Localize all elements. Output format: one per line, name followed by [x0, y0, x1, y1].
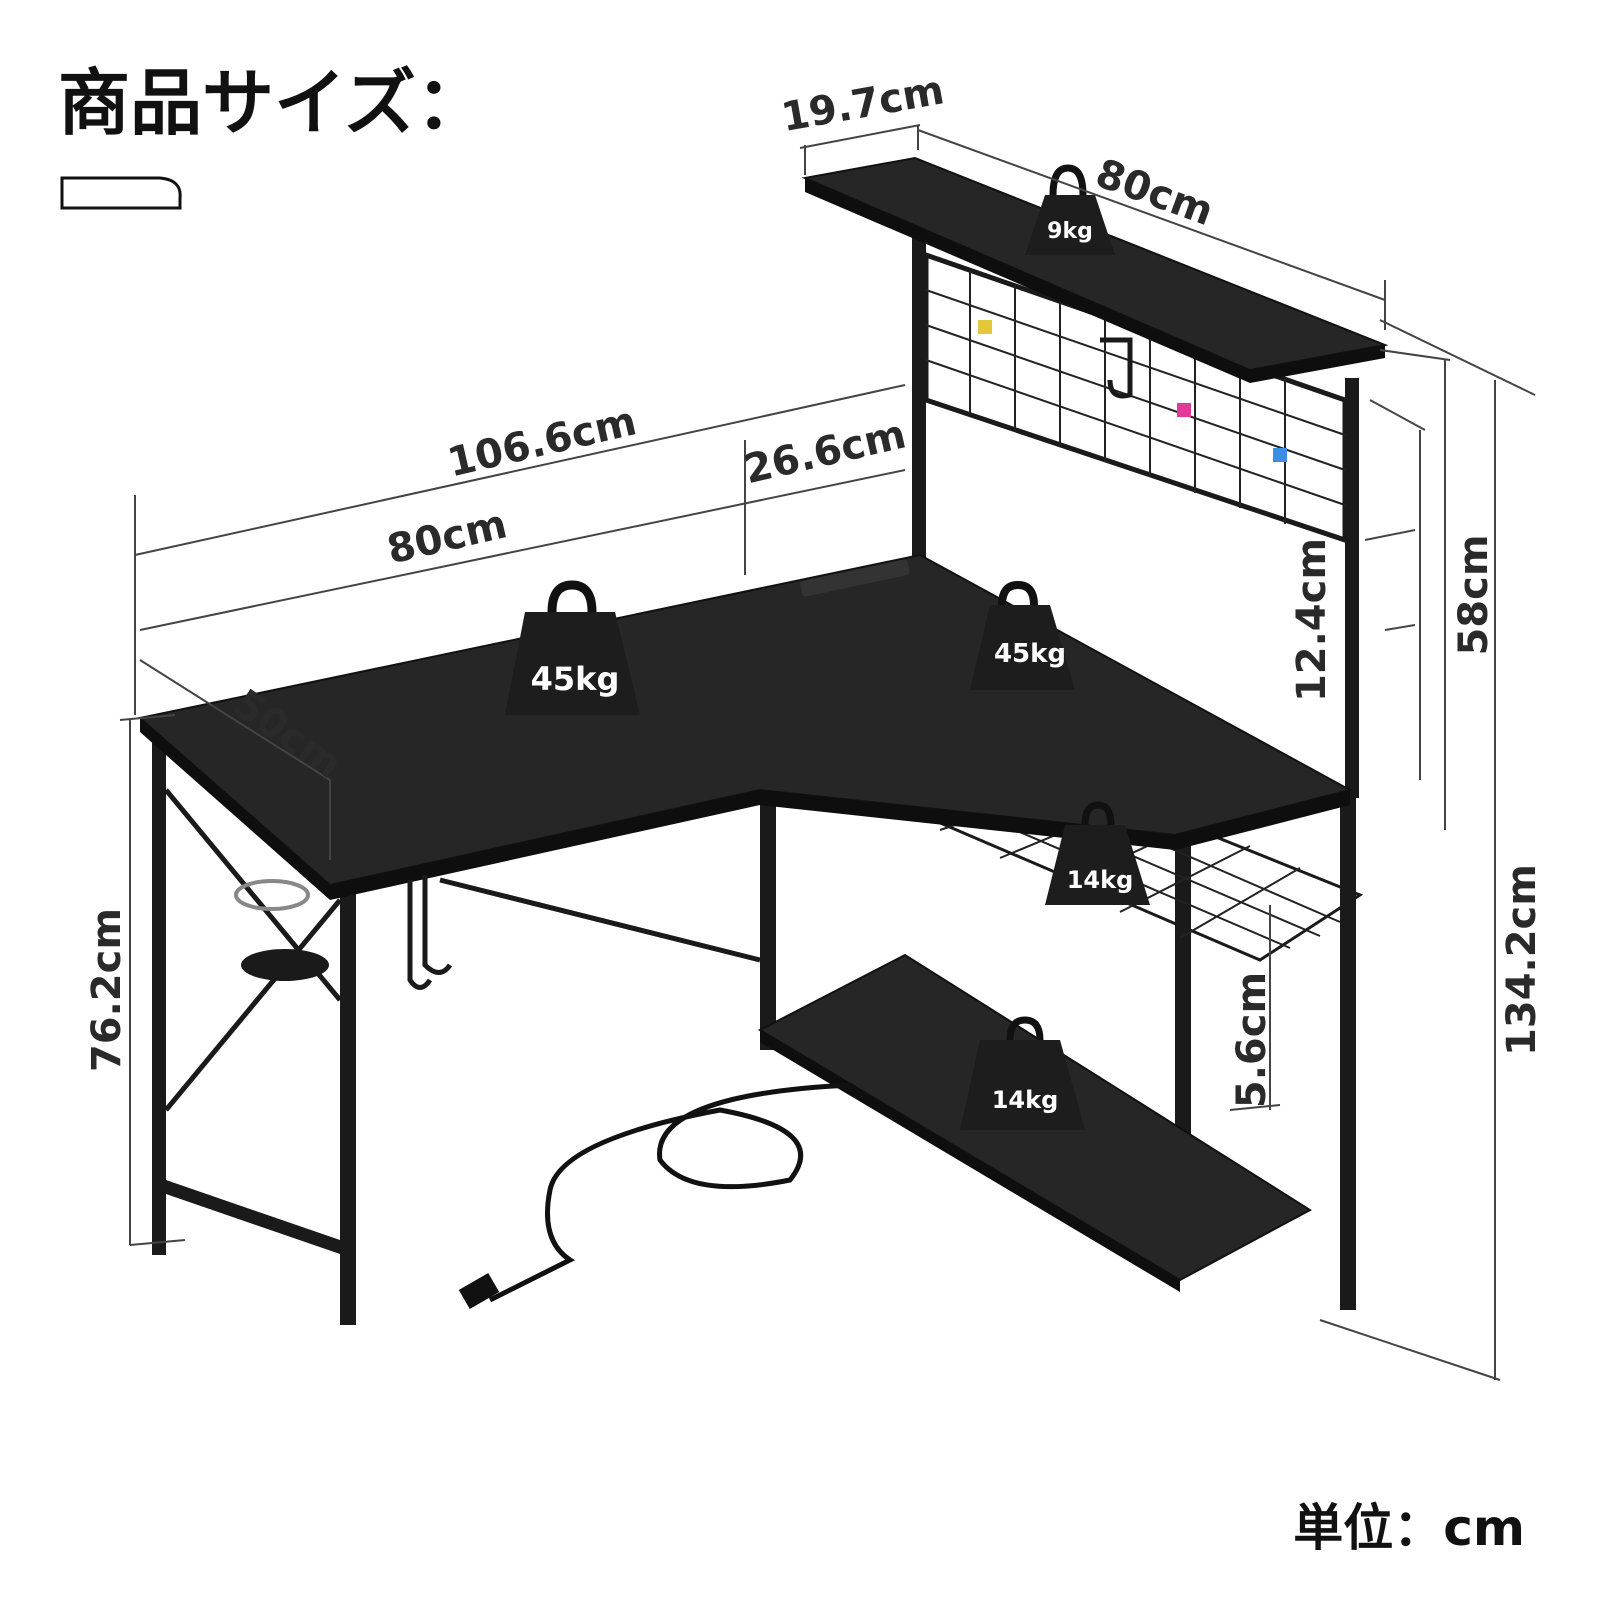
hutch-post-left [912, 235, 926, 565]
side-hook-icon [407, 875, 453, 990]
title-underline-decoration [60, 176, 182, 210]
cup-holder-icon [234, 879, 310, 911]
power-cord [488, 1082, 851, 1303]
yellow-clip-icon [978, 320, 992, 334]
weight-top-shelf: 9kg [1025, 164, 1115, 255]
top-shelf [801, 156, 1389, 383]
weight-label: 14kg [992, 1086, 1059, 1114]
weight-desk-left: 45kg [505, 580, 640, 715]
leg-back-left [152, 740, 166, 1255]
plug-icon [458, 1272, 500, 1310]
dim-desk-height: 76.2cm [84, 908, 130, 1072]
dim-top-shelf-depth: 19.7cm [778, 67, 948, 141]
leg-front-left [340, 885, 356, 1325]
hutch-post-right [1345, 378, 1359, 798]
dimension-lines [119, 124, 1536, 1381]
leg-return-right [1340, 790, 1356, 1310]
unit-label: 単位：cm [1293, 1499, 1525, 1557]
title: 商品サイズ： [58, 61, 488, 145]
dim-return-width: 26.6cm [740, 411, 910, 493]
desktop [137, 553, 1353, 900]
dim-main-width: 80cm [383, 501, 511, 573]
left-crossbar [166, 1180, 340, 1254]
leg-inner [760, 790, 776, 1050]
weight-label: 9kg [1047, 219, 1093, 244]
dim-total-width: 106.6cm [443, 398, 640, 486]
power-strip-icon [800, 559, 910, 597]
weight-desk-right: 45kg [970, 580, 1075, 690]
left-brace [164, 898, 342, 1112]
weight-label: 45kg [531, 660, 620, 698]
dim-top-shelf-width: 80cm [1090, 150, 1219, 235]
dim-total-height: 134.2cm [1499, 864, 1545, 1056]
back-brace [439, 877, 761, 963]
pink-clip-icon [1177, 403, 1191, 417]
dim-bottom-gap: 5.6cm [1229, 972, 1275, 1108]
weight-basket: 14kg [1045, 801, 1150, 905]
headphone-hook-icon [1100, 337, 1133, 399]
weight-label: 45kg [994, 639, 1066, 669]
weight-bottom-shelf: 14kg [960, 1016, 1085, 1130]
dim-hutch-height: 58cm [1451, 534, 1497, 655]
weight-label: 14kg [1067, 866, 1134, 894]
cup-holder-base [241, 949, 329, 981]
dim-hutch-gap: 12.4cm [1289, 538, 1335, 702]
blue-clip-icon [1273, 448, 1287, 462]
